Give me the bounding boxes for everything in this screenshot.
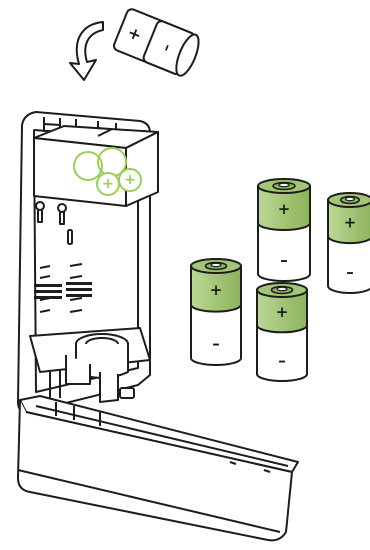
positive-symbol: +: [124, 172, 136, 188]
d-cell-battery-icon: +–: [191, 259, 241, 365]
curved-arrow-down-icon: [70, 22, 103, 80]
dispenser-front-cover: [18, 396, 298, 540]
d-cell-battery-icon: +–: [258, 179, 310, 281]
negative-symbol: –: [280, 251, 288, 269]
battery-compartment: + +: [34, 126, 158, 206]
positive-symbol: +: [276, 303, 289, 321]
positive-symbol: +: [278, 200, 291, 218]
negative-symbol: –: [278, 352, 286, 370]
loose-battery-icon: + –: [112, 8, 203, 79]
positive-symbol: +: [102, 176, 114, 192]
negative-symbol: –: [346, 263, 354, 281]
negative-symbol: –: [212, 334, 220, 352]
d-cell-battery-icon: +–: [328, 193, 370, 293]
d-cell-battery-icon: +–: [257, 283, 307, 381]
battery-group: +–+–+–+–: [191, 179, 370, 381]
positive-symbol: +: [344, 213, 357, 231]
positive-symbol: +: [210, 281, 223, 299]
